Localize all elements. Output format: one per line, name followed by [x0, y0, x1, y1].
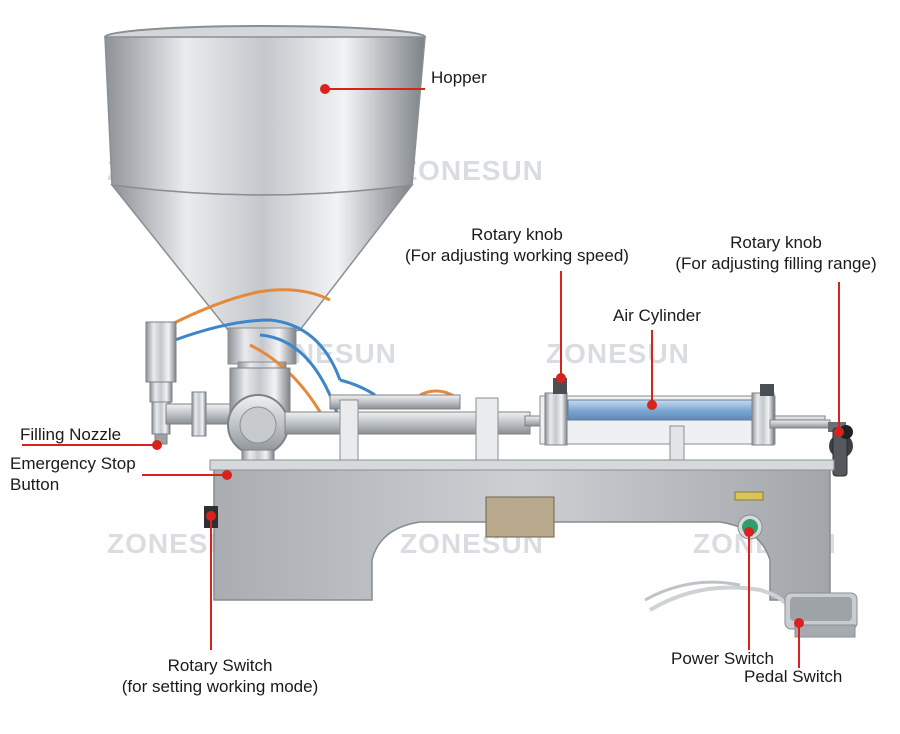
- label-text: Rotary knob: [471, 225, 563, 244]
- label-speed-knob: Rotary knob (For adjusting working speed…: [386, 224, 648, 266]
- label-text: (For adjusting working speed): [405, 246, 629, 265]
- label-emergency-stop: Emergency Stop Button: [10, 453, 136, 495]
- label-rotary-switch: Rotary Switch (for setting working mode): [100, 655, 340, 697]
- label-text: (for setting working mode): [121, 677, 319, 696]
- label-text: Rotary Switch: [167, 656, 273, 675]
- valve-body: [227, 367, 291, 477]
- label-power-switch: Power Switch: [671, 648, 774, 669]
- nozzle-assembly: [145, 321, 237, 445]
- label-text: Button: [10, 475, 60, 494]
- label-range-knob: Rotary knob (For adjusting filling range…: [656, 232, 896, 274]
- foot-pedal-icon: [644, 580, 858, 638]
- label-text: Hopper: [431, 68, 487, 87]
- label-text: Rotary knob: [730, 233, 822, 252]
- label-pedal-switch: Pedal Switch: [744, 666, 842, 687]
- range-knob: [828, 422, 853, 477]
- label-hopper: Hopper: [431, 67, 487, 88]
- air-cylinder: [539, 378, 831, 463]
- watermark: ZONESUN: [400, 155, 544, 186]
- label-text: Power Switch: [671, 649, 774, 668]
- hopper: [104, 25, 426, 395]
- leader-lines: [22, 84, 844, 668]
- label-filling-nozzle: Filling Nozzle: [20, 424, 121, 445]
- label-text: Filling Nozzle: [20, 425, 122, 444]
- watermark: ZONESUN: [546, 338, 690, 369]
- label-text: Air Cylinder: [613, 306, 701, 325]
- label-text: (For adjusting filling range): [675, 254, 877, 273]
- machine-body: [204, 459, 835, 601]
- label-text: Pedal Switch: [744, 667, 843, 686]
- label-text: Emergency Stop: [10, 454, 136, 473]
- label-air-cylinder: Air Cylinder: [613, 305, 701, 326]
